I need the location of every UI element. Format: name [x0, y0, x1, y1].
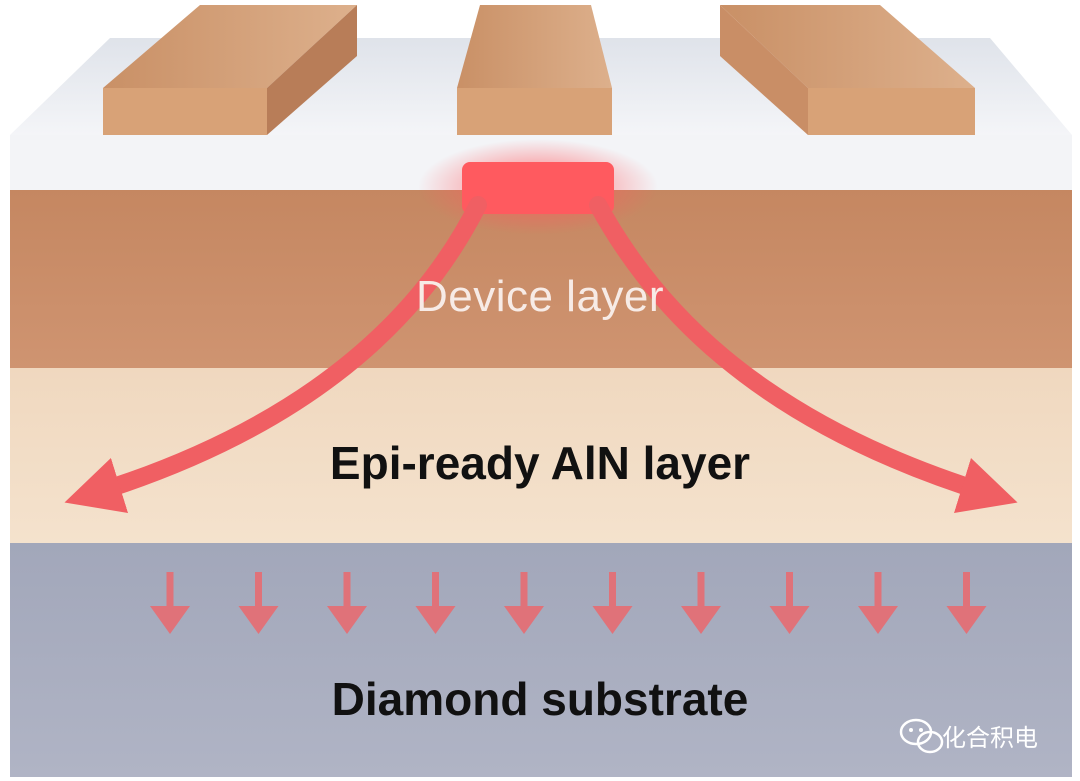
aln-layer-label: Epi-ready AlN layer [329, 437, 751, 489]
watermark: 化合积电 [890, 712, 1070, 756]
down-arrow [415, 572, 456, 634]
down-arrow [592, 572, 633, 634]
down-arrow [769, 572, 810, 634]
fin-right [720, 5, 975, 135]
fin-left [103, 5, 357, 135]
down-arrow [946, 572, 987, 634]
heat-spread-arrow-right [589, 196, 1018, 514]
down-arrow [327, 572, 367, 634]
down-arrow [238, 572, 279, 634]
watermark-text: 化合积电 [942, 724, 1038, 752]
down-arrow [504, 572, 544, 634]
diamond-substrate [10, 543, 1072, 777]
device-layer-label: Device layer [415, 272, 665, 321]
hotspot [462, 162, 614, 214]
down-arrow [150, 572, 190, 634]
down-arrow [681, 572, 721, 634]
fin-center [457, 5, 612, 135]
down-arrow [858, 572, 898, 634]
heat-flow-down-arrows [150, 572, 987, 634]
diamond-substrate-label: Diamond substrate [331, 673, 749, 725]
wechat-icon [899, 718, 944, 754]
heat-spread-arrow-left [64, 196, 487, 513]
